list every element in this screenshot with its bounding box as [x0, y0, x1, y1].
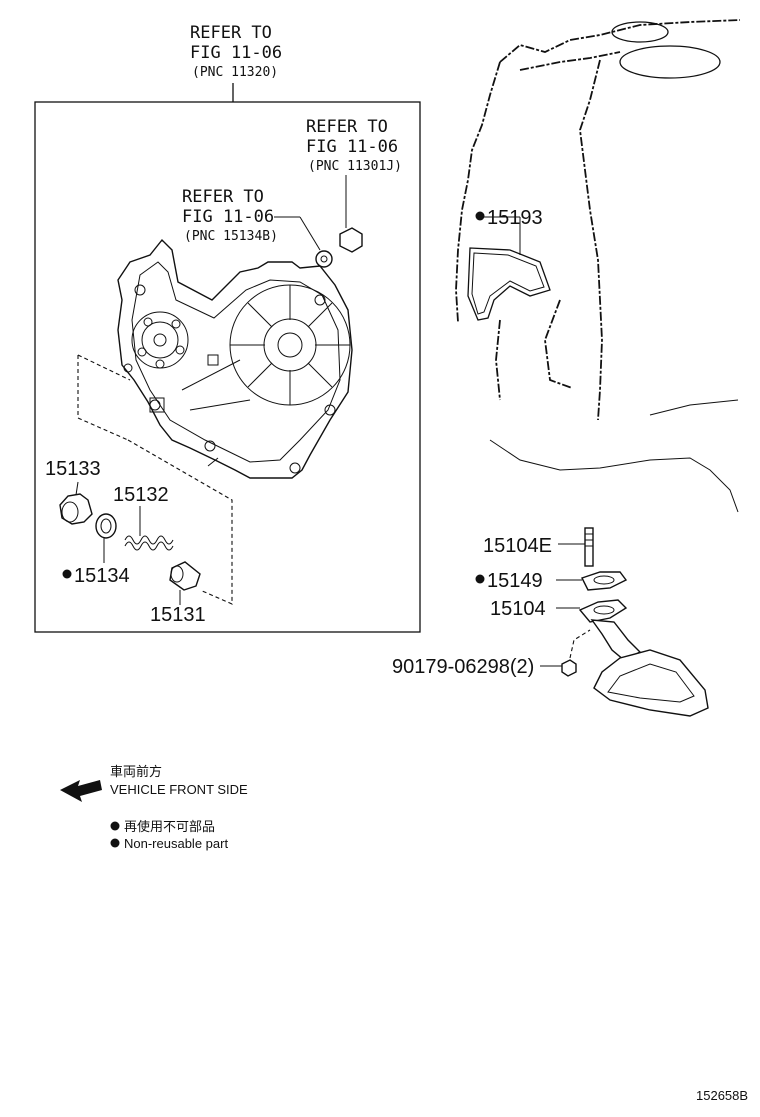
label-15193: 15193	[487, 207, 543, 229]
ref-plug-line2: FIG 11-06	[182, 207, 274, 227]
legend-front-jp: 車両前方	[110, 764, 162, 779]
label-15104: 15104	[490, 598, 546, 620]
reference-plug: REFER TO FIG 11-06 (PNC 15134B)	[182, 187, 278, 244]
label-15134: 15134	[74, 565, 130, 587]
ref-plug-line1: REFER TO	[182, 187, 264, 207]
vehicle-front-arrow-icon	[60, 780, 102, 802]
oil-strainer-drawing	[540, 527, 709, 717]
oil-seal-ref	[274, 216, 333, 268]
spring-15132	[124, 506, 174, 551]
oil-pump-cover-drawing	[117, 238, 353, 479]
label-15149: 15149	[487, 570, 543, 592]
ref-seal-line2: FIG 11-06	[306, 137, 398, 157]
ref-top-pnc: (PNC 11320)	[192, 65, 278, 80]
ref-top-line2: FIG 11-06	[190, 43, 282, 63]
non-reusable-dot-15149	[475, 574, 485, 584]
label-15132: 15132	[113, 484, 169, 506]
label-15133: 15133	[45, 458, 101, 480]
legend-dot-icon	[110, 821, 120, 831]
valve-15131	[169, 561, 201, 605]
engine-block-outline	[455, 19, 741, 513]
label-90179-06298: 90179-06298(2)	[392, 656, 534, 678]
reference-seal: REFER TO FIG 11-06 (PNC 11301J)	[306, 117, 402, 174]
relief-valve-guide	[77, 354, 233, 605]
ref-plug-pnc: (PNC 15134B)	[184, 229, 278, 244]
legend-front-en: VEHICLE FRONT SIDE	[110, 782, 248, 797]
label-15131: 15131	[150, 604, 206, 626]
ref-seal-pnc: (PNC 11301J)	[308, 159, 402, 174]
legend-nonreuse-en: Non-reusable part	[124, 836, 228, 851]
non-reusable-dot-15134	[62, 569, 72, 579]
ref-seal-line1: REFER TO	[306, 117, 388, 137]
ref-top-line1: REFER TO	[190, 23, 272, 43]
legend: 車両前方 VEHICLE FRONT SIDE 再使用不可部品 Non-reus…	[60, 764, 248, 851]
non-reusable-dot-15193	[475, 211, 485, 221]
reference-leaders	[207, 457, 219, 467]
plug-15133	[59, 481, 93, 525]
reference-top: REFER TO FIG 11-06 (PNC 11320)	[190, 23, 282, 80]
assembly-frame	[34, 83, 421, 633]
legend-dot-icon-2	[110, 838, 120, 848]
legend-nonreuse-jp: 再使用不可部品	[124, 819, 215, 834]
figure-id: 152658B	[696, 1088, 748, 1103]
plug-ref	[339, 175, 363, 253]
gasket-15134	[95, 513, 117, 563]
label-15104E: 15104E	[483, 535, 552, 557]
